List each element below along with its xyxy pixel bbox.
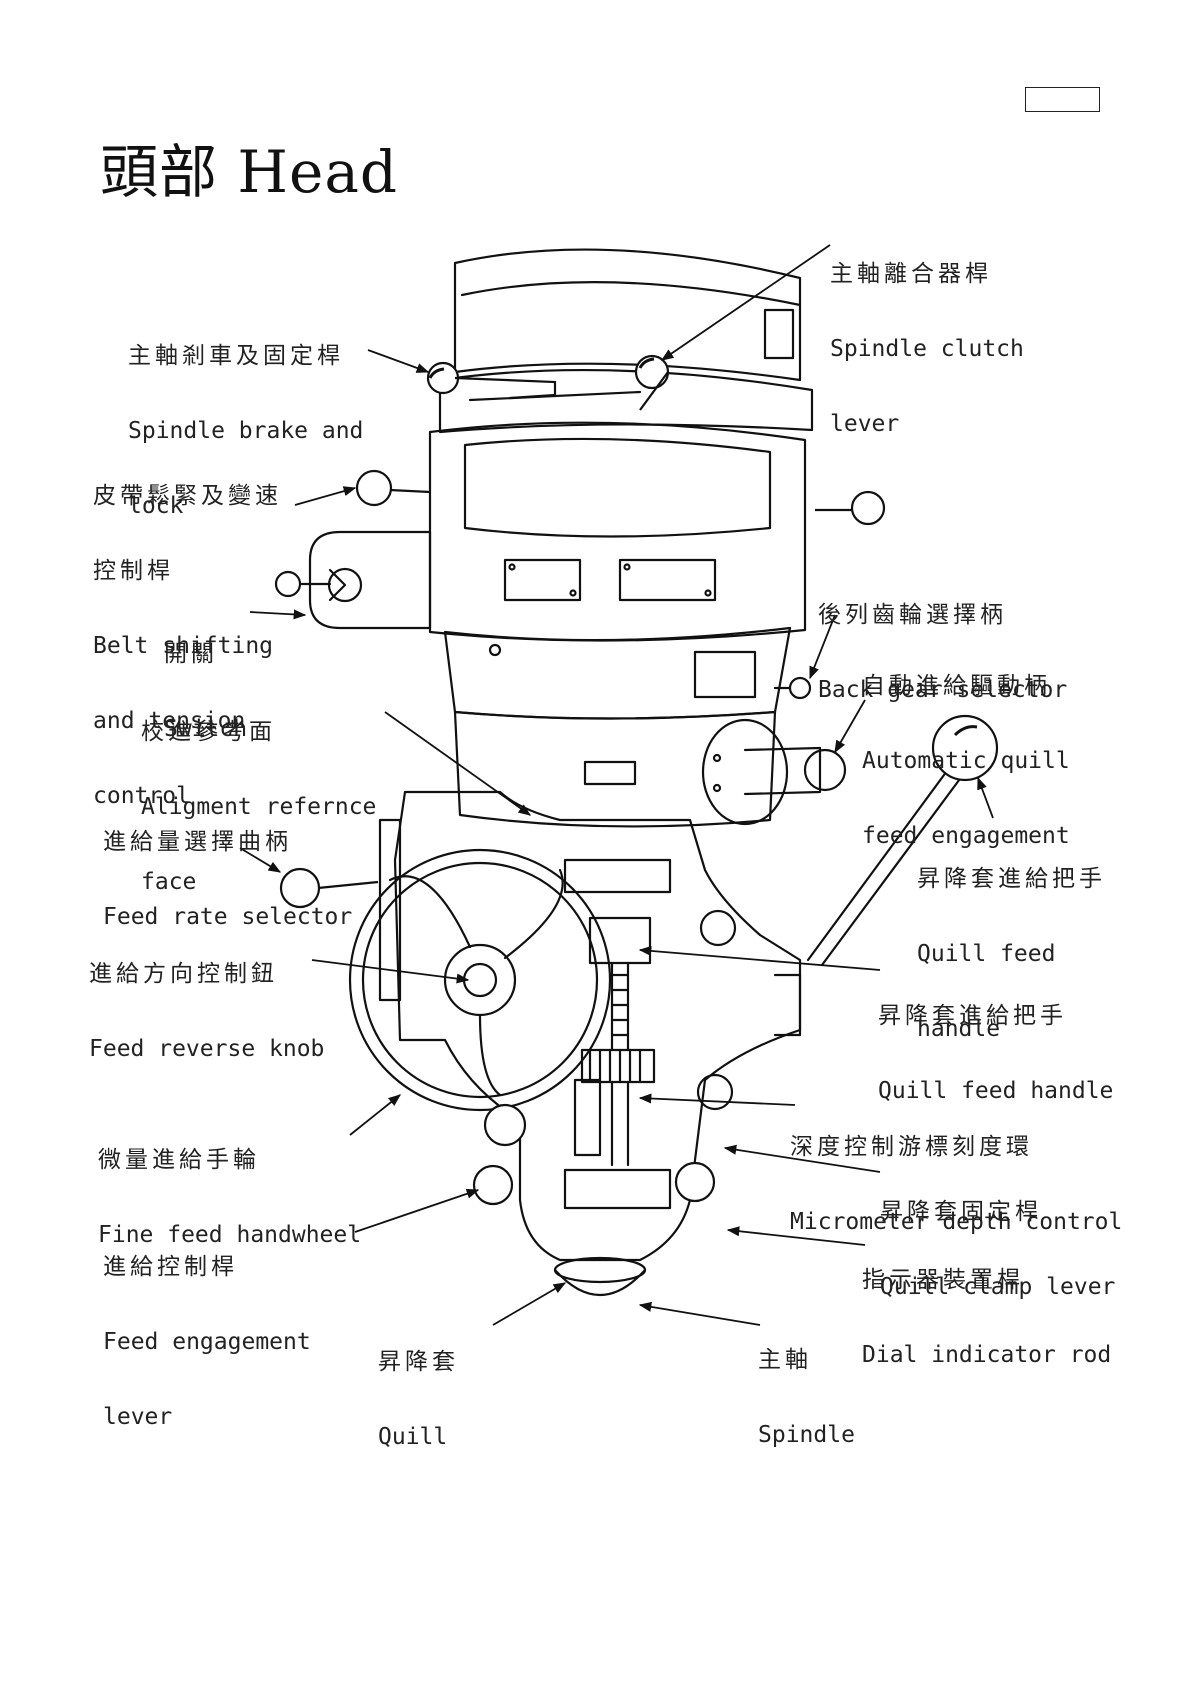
- fine-feed-knob: [483, 1103, 527, 1147]
- label-spindle-clutch: 主軸離合器桿 Spindle clutch lever: [830, 261, 1024, 437]
- feed-engagement-knob: [472, 1164, 514, 1206]
- leader-quill-handle-top: [977, 776, 994, 819]
- label-auto-quill: 自動進給驅動柄 Automatic quill feed engagement: [862, 673, 1070, 849]
- leader-spindle-clutch: [660, 244, 831, 361]
- leader-switch: [249, 609, 307, 620]
- page-number-box: [1025, 87, 1100, 112]
- motor-cap: [438, 248, 814, 434]
- label-quill-clamp: 昇降套固定桿 Quill clamp lever: [880, 1199, 1116, 1300]
- belt-housing: [428, 421, 807, 642]
- label-fine-feed: 微量進給手輪 Fine feed handwheel: [98, 1147, 362, 1248]
- leader-back-gear: [809, 614, 836, 680]
- leader-spindle: [638, 1301, 761, 1326]
- leader-auto-quill: [834, 699, 866, 754]
- leader-dial-indicator: [726, 1226, 866, 1246]
- leader-feed-rate: [239, 847, 282, 873]
- belt-control-knob: [355, 469, 393, 507]
- label-back-gear: 後列齒輪選擇柄 Back gear selector: [818, 602, 1068, 703]
- leader-fine-feed: [349, 1094, 401, 1136]
- page-title: 頭部 Head: [100, 138, 399, 206]
- quill-rack: [563, 858, 672, 1210]
- right-side-knob: [850, 490, 886, 526]
- label-dial-indicator: 指示器裝置桿 Dial indicator rod: [862, 1267, 1112, 1368]
- label-feed-engagement: 進給控制桿 Feed engagement lever: [103, 1254, 311, 1430]
- leader-feed-reverse: [311, 959, 470, 984]
- leader-quill-handle-mid: [638, 945, 881, 971]
- label-switch: 開關 Switch: [164, 641, 248, 742]
- quill-housing: [378, 790, 802, 1262]
- mid-housing: [453, 710, 847, 828]
- quill-feed-lever: [806, 758, 970, 967]
- quill-clamp-knob: [674, 1161, 716, 1203]
- quill-handle-ball: [931, 714, 999, 782]
- back-gear-housing: [443, 626, 812, 720]
- spindle-brake-knob: [426, 361, 460, 395]
- leader-alignment: [384, 711, 532, 816]
- label-quill-feed-handle-top: 昇降套進給把手 Quill feed handle: [917, 866, 1106, 1042]
- switch-box: [274, 530, 432, 630]
- label-feed-reverse: 進給方向控制鈕 Feed reverse knob: [89, 961, 325, 1062]
- leader-micrometer: [638, 1093, 796, 1106]
- leader-spindle-brake: [367, 349, 430, 373]
- label-quill-feed-handle-mid: 昇降套進給把手 Quill feed handle: [878, 1003, 1114, 1104]
- label-belt-shifting: 皮帶鬆緊及變速 控制桿 Belt shifting and tension co…: [93, 483, 282, 809]
- leader-belt-control: [294, 486, 357, 506]
- label-quill: 昇降套 Quill: [378, 1349, 459, 1450]
- spindle-nose: [553, 1256, 647, 1296]
- label-micrometer: 深度控制游標刻度環 Micrometer depth control: [790, 1134, 1123, 1235]
- label-spindle: 主軸 Spindle: [758, 1347, 855, 1448]
- leader-quill: [492, 1282, 567, 1326]
- label-alignment: 校進參考面 Aligment refernce face: [141, 719, 377, 895]
- label-spindle-brake: 主軸剎車及固定桿 Spindle brake and lock: [128, 343, 364, 519]
- fine-feed-handwheel: [348, 848, 612, 1112]
- label-feed-rate: 進給量選擇曲柄 Feed rate selector: [103, 829, 353, 930]
- leader-quill-clamp: [723, 1144, 881, 1173]
- leader-feed-engagement: [354, 1188, 480, 1233]
